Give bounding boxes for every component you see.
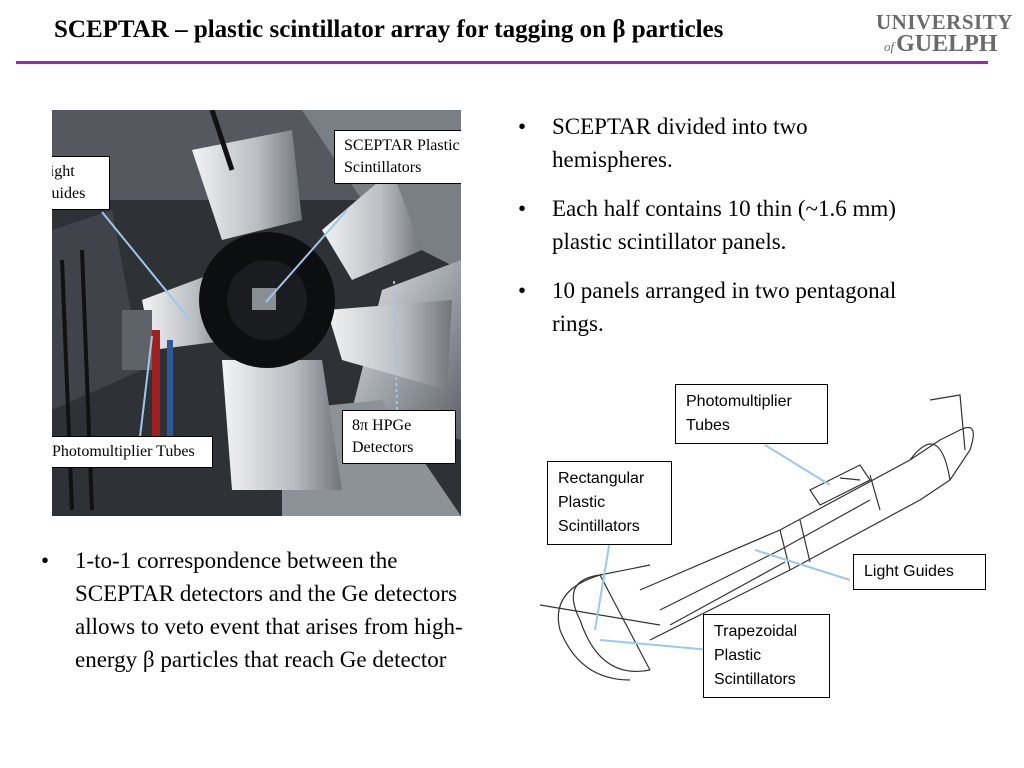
university-logo: UNIVERSITY ofGUELPH [872,10,1012,58]
bullet-item: Each half contains 10 thin (~1.6 mm) pla… [510,192,930,258]
right-bullet-list: SCEPTAR divided into two hemispheres. Ea… [510,110,930,356]
bullet-item: 10 panels arranged in two pentagonal rin… [510,274,930,340]
label-rectangular-scintillators: Rectangular Plastic Scintillators [547,461,672,545]
apparatus-photo: Light Guides SCEPTAR Plastic Scintillato… [52,110,461,516]
title-underline [16,61,988,64]
slide-title: SCEPTAR – plastic scintillator array for… [54,16,724,43]
label-light-guides-diagram: Light Guides [853,554,986,590]
label-light-guides: Light Guides [52,156,110,210]
logo-line2: ofGUELPH [884,31,997,58]
left-bullet-list: 1-to-1 correspondence between the SCEPTA… [33,544,493,692]
label-sceptar-scintillators: SCEPTAR Plastic Scintillators [334,130,461,184]
label-trapezoidal-scintillators: Trapezoidal Plastic Scintillators [703,614,830,698]
bullet-item: 1-to-1 correspondence between the SCEPTA… [33,544,493,676]
sceptar-diagram: Photomultiplier Tubes Rectangular Plasti… [539,380,990,700]
label-pmt-diagram: Photomultiplier Tubes [675,384,828,444]
logo-prefix: of [884,39,895,54]
label-photomultiplier-tubes: Photomultiplier Tubes [52,436,213,468]
logo-line1: UNIVERSITY [876,10,1013,34]
bullet-item: SCEPTAR divided into two hemispheres. [510,110,930,176]
logo-name: GUELPH [896,31,998,57]
sceptar-line-drawing [539,394,974,681]
photo-callout-lines [101,209,398,438]
label-hpge-detectors: 8π HPGe Detectors [342,410,456,464]
